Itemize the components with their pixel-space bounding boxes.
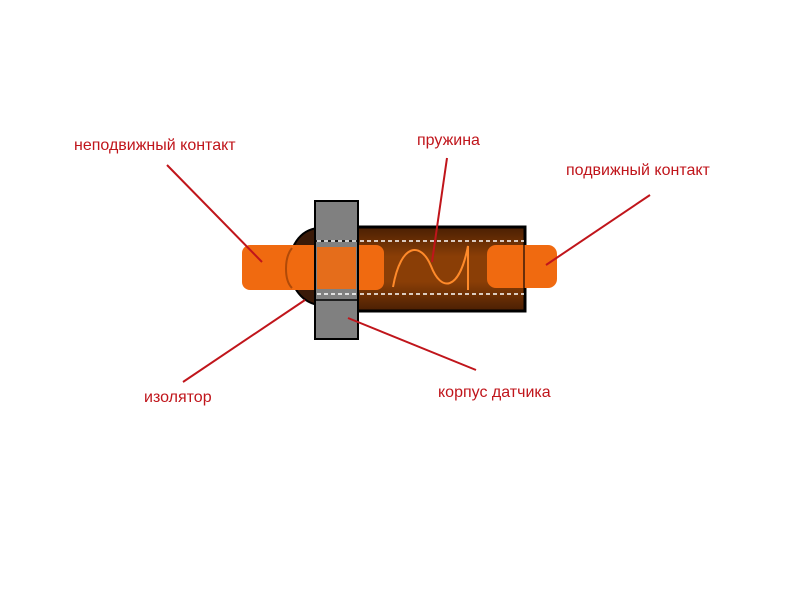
spring-coil — [392, 245, 469, 290]
leader-line-fixed-contact — [166, 164, 263, 263]
label-fixed-contact: неподвижный контакт — [74, 137, 236, 154]
leader-line-moving-contact — [545, 194, 651, 266]
label-insulator: изолятор — [144, 389, 212, 406]
nut-contact-overlay — [317, 247, 356, 289]
label-moving-contact: подвижный контакт — [566, 162, 710, 179]
leader-line-spring — [431, 157, 448, 263]
leader-line-insulator — [182, 299, 306, 383]
label-spring: пружина — [417, 132, 480, 149]
fixed-contact-rod — [242, 245, 384, 290]
label-sensor-body: корпус датчика — [438, 384, 551, 401]
leader-line-body — [347, 317, 477, 371]
moving-contact-rod — [487, 245, 557, 288]
fixed-contact-edge — [285, 247, 293, 289]
